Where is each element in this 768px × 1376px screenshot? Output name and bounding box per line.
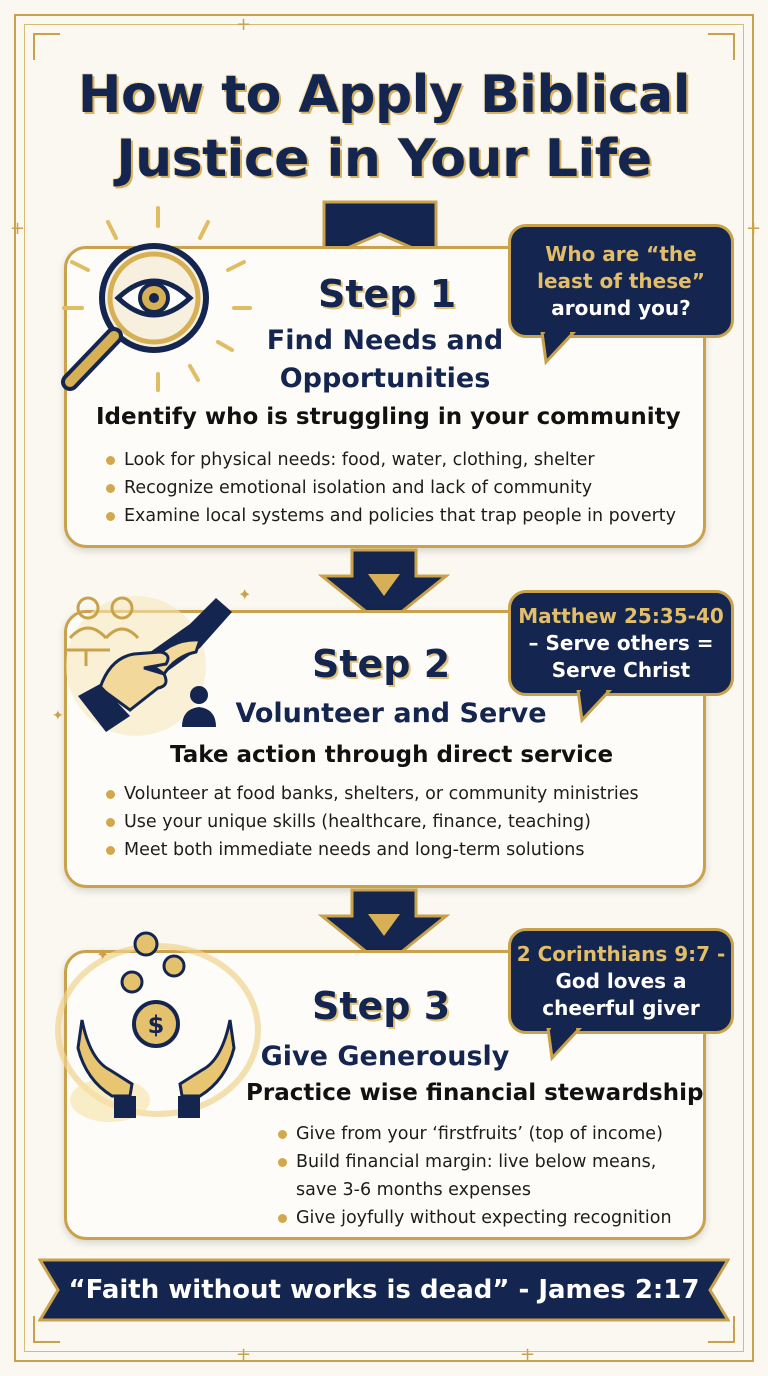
svg-text:$: $	[148, 1011, 165, 1039]
sparkle-icon: +	[236, 1344, 252, 1365]
step3-title: Give Generously	[260, 1041, 510, 1072]
list-item: Look for physical needs: food, water, cl…	[104, 446, 724, 474]
giving-hands-coins-icon: $ ✦	[55, 931, 261, 1122]
bubble-text: cheerful giver	[542, 996, 700, 1020]
step2-bullet-list: Volunteer at food banks, shelters, or co…	[104, 780, 714, 864]
step3-callout-bubble: 2 Corinthians 9:7 - God loves a cheerful…	[508, 928, 734, 1034]
sparkle-icon: +	[520, 1344, 536, 1365]
sparkle-icon: +	[10, 218, 26, 239]
step3-bullet-list: Give from your ‘firstfruits’ (top of inc…	[276, 1120, 696, 1232]
step1-title-line1: Find Needs and	[266, 325, 504, 356]
list-item: Use your unique skills (healthcare, fina…	[104, 808, 714, 836]
bubble-text: Matthew 25:35-40	[518, 604, 724, 628]
list-item: Build financial margin: live below means…	[276, 1148, 696, 1204]
step3-subtitle: Practice wise financial stewardship	[246, 1080, 704, 1106]
step1-label: Step 1	[318, 272, 457, 316]
bubble-tail	[540, 332, 577, 366]
down-arrow-icon	[318, 888, 450, 968]
step1-bullet-list: Look for physical needs: food, water, cl…	[104, 446, 724, 530]
step2-label: Step 2	[312, 642, 451, 686]
list-item: Give joyfully without expecting recognit…	[276, 1204, 696, 1232]
magnifying-glass-eye-icon	[61, 206, 252, 392]
page-title-line1: How to Apply Biblical	[77, 65, 691, 125]
svg-text:✦: ✦	[52, 708, 64, 724]
quote-banner	[38, 1258, 730, 1322]
list-item: Meet both immediate needs and long-term …	[104, 836, 714, 864]
list-item: Volunteer at food banks, shelters, or co…	[104, 780, 714, 808]
bubble-text: around you?	[551, 296, 691, 320]
helping-hands-icon: ✦ ✦	[52, 585, 250, 736]
bubble-text: 2 Corinthians 9:7 -	[516, 942, 726, 966]
sparkle-icon: +	[236, 14, 252, 35]
step1-callout-bubble: Who are “the least of these” around you?	[508, 224, 734, 338]
quote-text: “Faith without works is dead” - James 2:…	[68, 1275, 700, 1305]
bubble-text: – Serve others =	[528, 631, 714, 655]
step1-title-line2: Opportunities	[279, 363, 491, 394]
person-icon	[182, 686, 216, 727]
svg-text:✦: ✦	[96, 945, 109, 964]
bubble-text: God loves a	[555, 969, 687, 993]
list-item: Give from your ‘firstfruits’ (top of inc…	[276, 1120, 696, 1148]
page-title-line2: Justice in Your Life	[116, 129, 652, 189]
list-item: Recognize emotional isolation and lack o…	[104, 474, 724, 502]
bubble-text: Serve Christ	[551, 658, 691, 682]
bubble-text: least of these”	[537, 269, 705, 293]
down-arrow-icon	[318, 548, 450, 628]
svg-text:✦: ✦	[238, 585, 250, 604]
bubble-text: Who are “the	[545, 242, 697, 266]
list-item: Examine local systems and policies that …	[104, 502, 724, 530]
step2-subtitle: Take action through direct service	[170, 742, 614, 768]
step2-callout-bubble: Matthew 25:35-40 – Serve others = Serve …	[508, 590, 734, 696]
bullet-text: save 3-6 months expenses	[296, 1180, 531, 1200]
bullet-text: Build financial margin: live below means…	[296, 1152, 657, 1172]
step2-title: Volunteer and Serve	[235, 698, 547, 729]
bubble-tail	[576, 690, 613, 724]
bubble-tail	[546, 1028, 583, 1062]
step3-label: Step 3	[312, 984, 451, 1028]
step1-subtitle: Identify who is struggling in your commu…	[96, 404, 681, 430]
sparkle-icon: +	[746, 218, 762, 239]
